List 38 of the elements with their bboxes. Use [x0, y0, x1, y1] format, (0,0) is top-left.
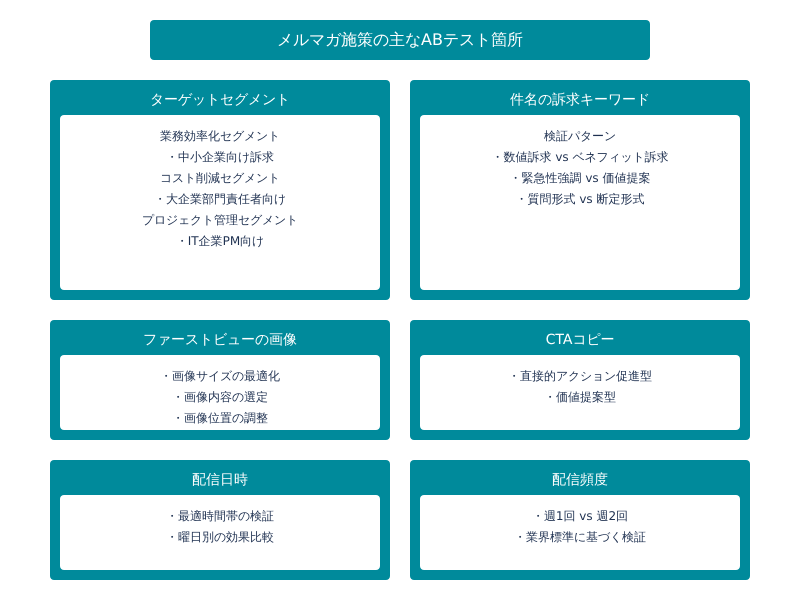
text-line: 検証パターン — [544, 128, 616, 145]
text-line: ・価値提案型 — [544, 389, 616, 406]
card-panel — [50, 80, 390, 300]
content-panel — [420, 495, 740, 570]
text-line: ・数値訴求 vs ベネフィット訴求 — [492, 149, 668, 166]
card-heading: 配信頻度 — [551, 471, 609, 490]
text-line: ・画像位置の調整 — [172, 410, 268, 427]
card-heading: ファーストビューの画像 — [142, 331, 298, 350]
text-line: ・週1回 vs 週2回 — [532, 508, 628, 525]
text-line: プロジェクト管理セグメント — [142, 212, 298, 229]
text-line: ・中小企業向け訴求 — [166, 149, 274, 166]
text-line: ・直接的アクション促進型 — [508, 368, 652, 385]
text-line: コスト削減セグメント — [160, 170, 280, 187]
content-panel — [420, 355, 740, 430]
card-panel — [50, 320, 390, 440]
card-panel — [410, 80, 750, 300]
text-line: ・質問形式 vs 断定形式 — [516, 191, 644, 208]
text-line: ・最適時間帯の検証 — [166, 508, 274, 525]
text-line: ・画像内容の選定 — [172, 389, 268, 406]
text-line: 業務効率化セグメント — [160, 128, 280, 145]
card-panel — [50, 460, 390, 580]
content-panel — [60, 495, 380, 570]
card-panel — [410, 320, 750, 440]
card-heading: ターゲットセグメント — [149, 91, 291, 110]
content-panel — [60, 115, 380, 290]
card-panel — [410, 460, 750, 580]
content-panel — [60, 355, 380, 430]
text-line: ・曜日別の効果比較 — [166, 529, 274, 546]
text-line: ・画像サイズの最適化 — [160, 368, 280, 385]
text-line: ・業界標準に基づく検証 — [514, 529, 646, 546]
text-line: ・IT企業PM向け — [176, 233, 264, 250]
card-heading: 配信日時 — [191, 471, 249, 490]
text-line: ・大企業部門責任者向け — [154, 191, 286, 208]
title-banner: メルマガ施策の主なABテスト箇所 — [150, 20, 650, 60]
text-line: ・緊急性強調 vs 価値提案 — [510, 170, 650, 187]
card-heading: CTAコピー — [544, 331, 616, 350]
card-heading: 件名の訴求キーワード — [509, 91, 651, 110]
content-panel — [420, 115, 740, 290]
